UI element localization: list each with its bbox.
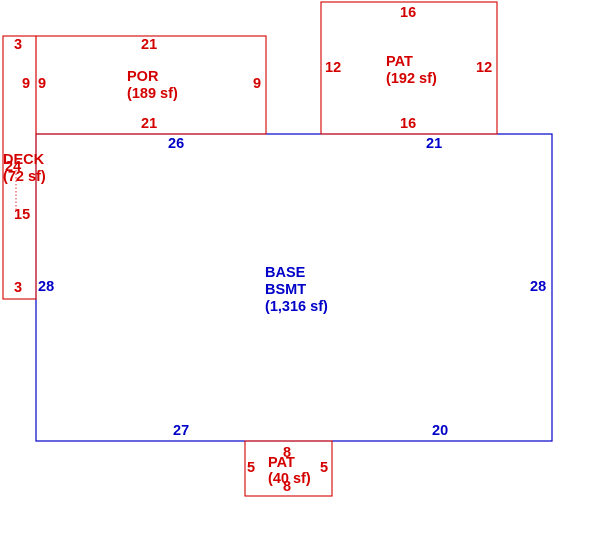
deck-dim-left: 24 — [5, 159, 21, 175]
por-dim-left: 9 — [38, 76, 46, 92]
pat-top-dim-left: 12 — [325, 60, 341, 76]
pat-top-dim-bottom: 16 — [400, 116, 416, 132]
pat-bottom-outline — [244, 440, 333, 497]
deck-dim-bottom: 3 — [14, 280, 22, 296]
base-dim-bottom-left: 27 — [173, 423, 189, 439]
por-name-label: POR — [127, 69, 159, 85]
por-dim-right: 9 — [253, 76, 261, 92]
pat-top-outline — [320, 1, 498, 135]
por-dim-top: 21 — [141, 37, 157, 53]
pat-bottom-dim-left: 5 — [247, 460, 255, 476]
base-name-label: BASE — [265, 265, 306, 281]
por-dim-bottom: 21 — [141, 116, 157, 132]
por-area-label: (189 sf) — [127, 86, 178, 102]
base-area-label: (1,316 sf) — [265, 299, 328, 315]
pat-bottom-name-label: PAT — [268, 455, 295, 471]
base-dim-left: 28 — [38, 279, 54, 295]
pat-bottom-dim-bottom: 8 — [283, 479, 291, 495]
deck-outline — [2, 35, 37, 300]
pat-bottom-dim-top: 8 — [283, 445, 291, 461]
deck-dim-inner: 15 — [14, 207, 30, 223]
base-sub-label: BSMT — [265, 282, 306, 298]
base-dim-bottom-right: 20 — [432, 423, 448, 439]
base-dim-top-right: 21 — [426, 136, 442, 152]
deck-dim-right: 9 — [22, 76, 30, 92]
pat-top-dim-top: 16 — [400, 5, 416, 21]
deck-name-label: DECK — [3, 152, 45, 168]
base-dim-right: 28 — [530, 279, 546, 295]
pat-bottom-dim-right: 5 — [320, 460, 328, 476]
deck-area-label: (72 sf) — [3, 169, 46, 185]
pat-bottom-area-label: (40 sf) — [268, 471, 311, 487]
deck-dim-top: 3 — [14, 37, 22, 53]
pat-top-dim-right: 12 — [476, 60, 492, 76]
pat-top-name-label: PAT — [386, 54, 413, 70]
pat-top-area-label: (192 sf) — [386, 71, 437, 87]
base-dim-top-left: 26 — [168, 136, 184, 152]
